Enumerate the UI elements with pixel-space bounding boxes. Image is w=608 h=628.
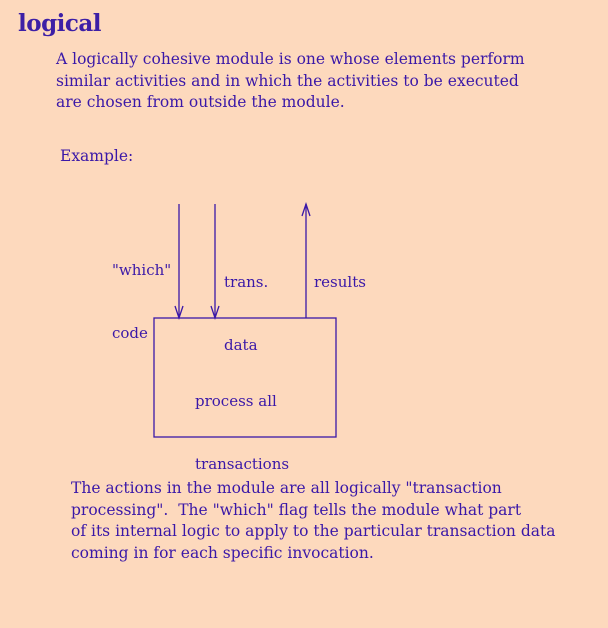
slide-title: logical (18, 10, 102, 37)
which-code-label-line: "which" (112, 261, 172, 279)
example-label: Example: (60, 147, 134, 165)
intro-line: are chosen from outside the module. (56, 93, 345, 111)
conclusion-line: of its internal logic to apply to the pa… (71, 522, 556, 540)
results-label: results (314, 230, 366, 314)
module-box-label: process all transactions (195, 349, 289, 496)
module-box-label-line: transactions (195, 455, 290, 473)
trans-data-label-line: data (224, 336, 258, 354)
intro-line: similar activities and in which the acti… (56, 71, 519, 90)
conclusion-line: processing". The "which" flag tells the … (71, 500, 522, 519)
trans-data-arrow (210, 204, 220, 321)
results-label-line: results (314, 273, 366, 291)
conclusion-line: coming in for each specific invocation. (71, 543, 374, 562)
intro-line: A logically cohesive module is one whose… (56, 50, 525, 68)
intro-paragraph: A logically cohesive module is one whose… (56, 49, 525, 114)
which-code-label-line: code (112, 324, 148, 342)
module-box-label-line: process all (195, 392, 277, 410)
module-box (153, 317, 337, 438)
which-code-label: "which" code (112, 218, 171, 365)
results-arrow (301, 201, 311, 318)
conclusion-paragraph: The actions in the module are all logica… (71, 478, 555, 564)
conclusion-line: The actions in the module are all logica… (71, 479, 502, 497)
trans-data-label: trans. data (224, 230, 268, 377)
which-code-arrow (174, 204, 184, 321)
trans-data-label-line: trans. (224, 273, 269, 291)
